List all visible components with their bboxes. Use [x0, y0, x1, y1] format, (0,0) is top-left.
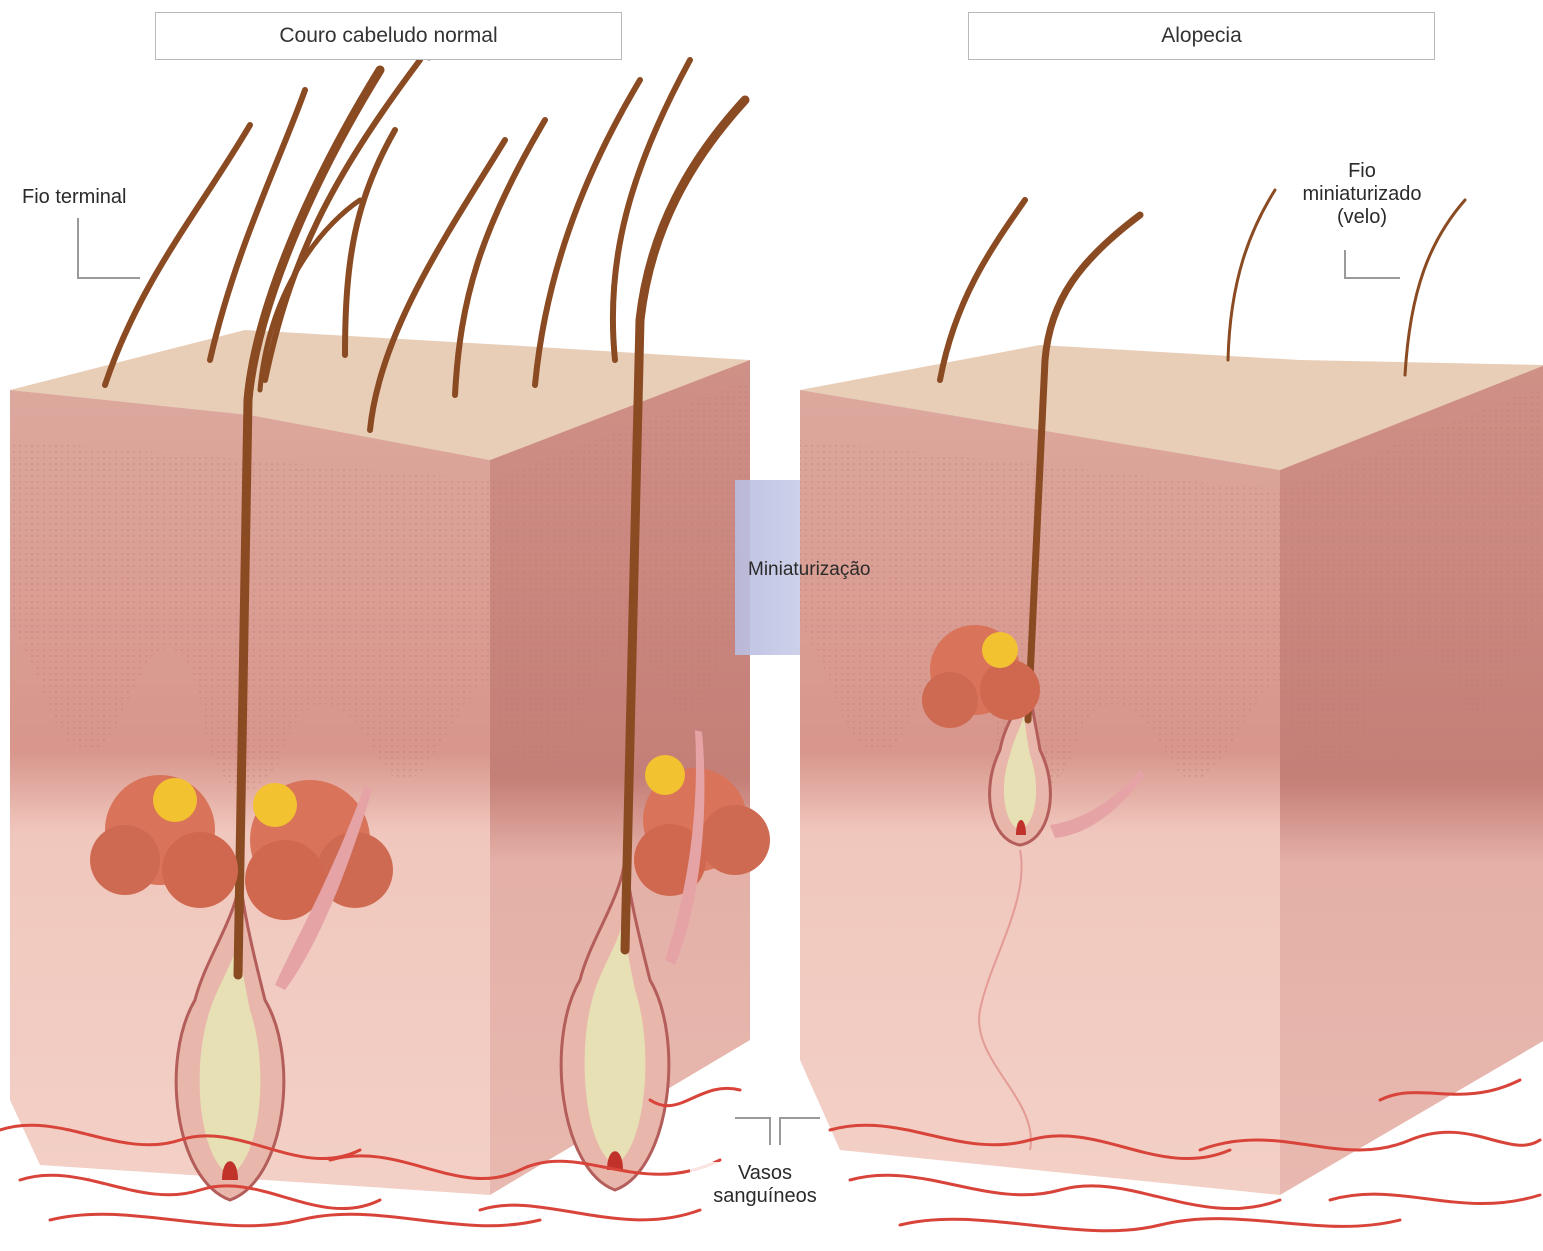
alopecia-panel-title: Alopecia	[968, 12, 1435, 60]
terminal-hair-label: Fio terminal	[22, 186, 126, 209]
miniaturized-hair-label: Fio miniaturizado (velo)	[1262, 160, 1462, 229]
normal-panel-title: Couro cabeludo normal	[155, 12, 622, 60]
blood-vessels-label: Vasos sanguíneos	[690, 1162, 840, 1208]
miniaturization-arrow-label: Miniaturização	[748, 558, 871, 581]
alopecia-panel-title-text: Alopecia	[1161, 24, 1242, 48]
normal-panel-title-text: Couro cabeludo normal	[279, 24, 497, 48]
normal-scalp-block	[10, 60, 770, 1200]
alopecia-scalp-block	[800, 190, 1543, 1195]
